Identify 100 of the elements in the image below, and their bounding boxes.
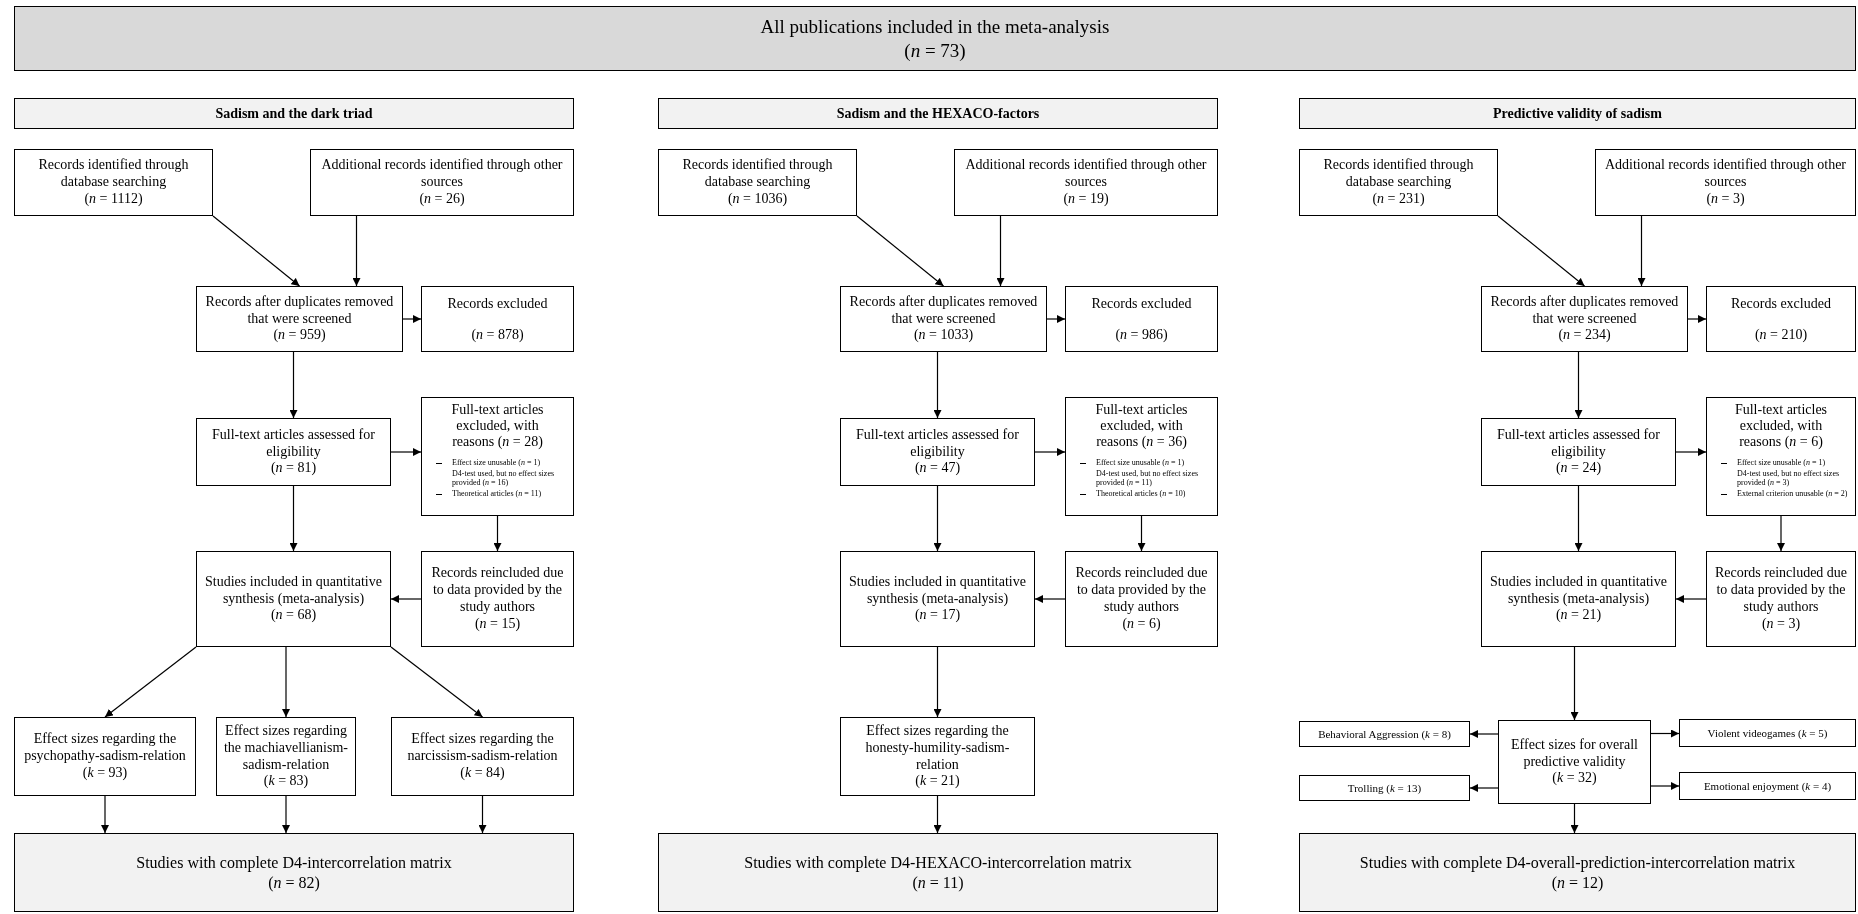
box-text: (n = 11) — [912, 872, 964, 893]
arrow — [1570, 803, 1579, 834]
box-text: Studies included in quantitative synthesis (meta-analysis) — [848, 573, 1027, 608]
process-box — [1065, 286, 1218, 352]
box-text: Full-text articles excluded, with reasons (n = 6) — [1733, 402, 1829, 451]
process-box — [196, 286, 403, 352]
box-text: Studies included in quantitative synthesis (meta-analysis) — [204, 573, 383, 608]
arrow — [390, 646, 484, 718]
box-text: (n = 17) — [914, 607, 961, 625]
process-box — [196, 418, 391, 486]
box-text: (n = 878) — [471, 326, 524, 344]
process-box — [1706, 551, 1856, 647]
process-box — [391, 717, 574, 796]
process-box — [840, 286, 1047, 352]
process-box — [840, 717, 1035, 796]
arrow — [390, 595, 422, 603]
process-box — [196, 551, 391, 647]
arrow — [1574, 351, 1583, 419]
arrow — [282, 795, 290, 834]
process-box — [1481, 286, 1688, 352]
section-header — [658, 98, 1218, 129]
process-box — [1498, 720, 1651, 804]
arrow — [933, 485, 942, 552]
process-box — [216, 717, 356, 796]
arrow — [390, 448, 422, 456]
box-text: Records excluded — [447, 295, 548, 313]
arrow — [1777, 515, 1785, 552]
process-box — [1299, 149, 1498, 216]
arrow — [1034, 448, 1066, 456]
box-text: (k = 84) — [460, 764, 505, 782]
arrow — [352, 215, 361, 287]
arrow — [933, 646, 942, 718]
process-box — [658, 149, 857, 216]
box-text: (n = 68) — [270, 607, 317, 625]
arrow — [1637, 215, 1646, 287]
process-box — [1065, 397, 1218, 516]
arrow — [1497, 215, 1586, 287]
arrow — [1574, 485, 1583, 552]
box-text: Full-text articles excluded, with reasons (n = 28) — [450, 402, 545, 451]
list-item-text: D4-test used, but no effect sizes provided (n = 11) — [1096, 468, 1200, 489]
box-text: Trolling (k = 13) — [1347, 780, 1422, 796]
box-text: (n = 15) — [474, 615, 521, 633]
section-title: Sadism and the HEXACO-factors — [836, 105, 1040, 123]
process-box — [310, 149, 574, 216]
box-text: Studies with complete D4-overall-prediction-intercorrelation matrix — [1359, 852, 1796, 873]
box-text: (n = 3) — [1706, 190, 1745, 208]
arrow — [1469, 730, 1499, 738]
box-text: (k = 83) — [263, 773, 309, 791]
box-text: (n = 47) — [914, 460, 961, 478]
list-item-text: Theoretical articles (n = 11) — [452, 489, 542, 499]
list-item-text: Theoretical articles (n = 10) — [1096, 489, 1186, 499]
outcome-box — [1299, 775, 1470, 801]
arrow — [212, 215, 301, 287]
box-text: (n = 26) — [419, 190, 465, 208]
box-text: All publications included in the meta-analysis — [760, 14, 1110, 39]
arrow — [1034, 595, 1066, 603]
box-text: (n = 1033) — [913, 327, 974, 345]
section-header — [1299, 98, 1856, 129]
process-box — [14, 149, 213, 216]
arrow — [996, 215, 1005, 287]
arrow — [493, 515, 502, 552]
box-text: (n = 234) — [1558, 327, 1611, 345]
box-text: (n = 210) — [1754, 326, 1808, 344]
box-text: (n = 986) — [1115, 326, 1168, 344]
box-text: Studies with complete D4-HEXACO-intercorrelation matrix — [744, 852, 1132, 873]
box-text: Full-text articles excluded, with reasons (n = 36) — [1094, 402, 1189, 451]
process-box — [421, 397, 574, 516]
box-text: (n = 19) — [1063, 190, 1109, 208]
process-box — [421, 551, 574, 647]
outcome-box — [1299, 721, 1470, 747]
box-text: (n = 73) — [904, 38, 966, 63]
arrow — [289, 351, 298, 419]
section-title: Predictive validity of sadism — [1493, 105, 1662, 123]
process-box — [421, 286, 574, 352]
list-item-text: Effect size unusable (n = 1) — [1096, 458, 1185, 468]
outcome-box — [1679, 772, 1856, 800]
process-box — [954, 149, 1218, 216]
arrow — [101, 795, 109, 834]
arrow — [1675, 595, 1707, 603]
box-text: (n = 12) — [1551, 872, 1604, 893]
box-text: (n = 82) — [268, 872, 320, 893]
box-text: (n = 959) — [273, 327, 326, 345]
box-text: Studies with complete D4-intercorrelation matrix — [136, 852, 452, 873]
title-banner — [14, 6, 1856, 71]
box-text: (k = 32) — [1552, 770, 1597, 788]
box-text: (n = 21) — [1555, 607, 1602, 625]
arrow — [289, 485, 298, 552]
box-text: Studies included in quantitative synthesis (meta-analysis) — [1489, 573, 1668, 608]
box-text: (n = 81) — [270, 460, 317, 478]
arrow — [856, 215, 945, 287]
section-header — [14, 98, 574, 129]
list-item-text: Effect size unusable (n = 1) — [1737, 458, 1826, 468]
process-box — [840, 418, 1035, 486]
box-text: Emotional enjoyment (k = 4) — [1703, 778, 1832, 794]
arrow — [1687, 315, 1707, 323]
box-text: (n = 1036) — [727, 190, 788, 208]
process-box — [840, 551, 1035, 647]
box-text: (n = 231) — [1372, 190, 1425, 208]
process-box — [1481, 418, 1676, 486]
box-text: (k = 93) — [82, 764, 128, 782]
